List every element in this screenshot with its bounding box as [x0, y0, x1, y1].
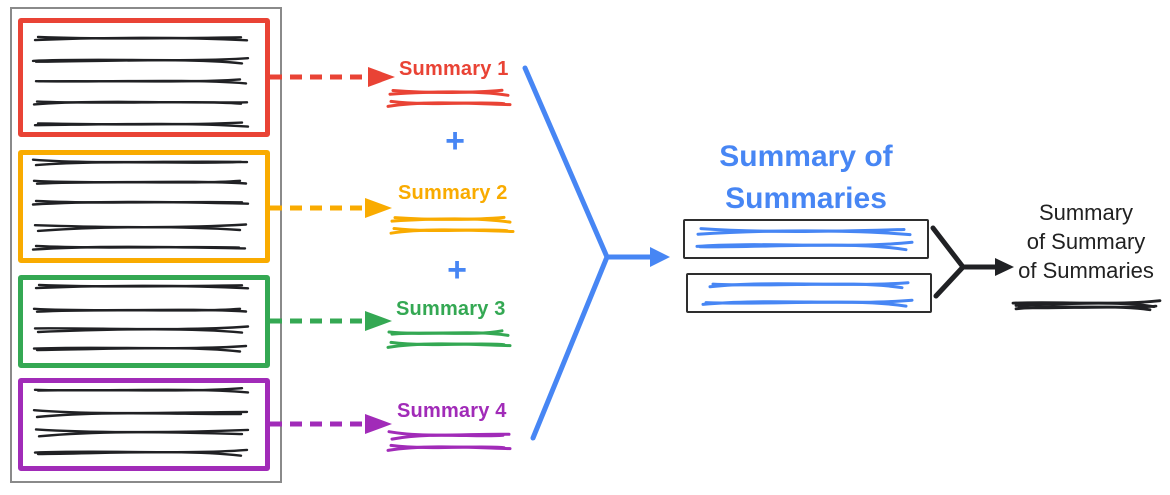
summary-of-summaries-box-1	[683, 219, 929, 259]
final-merge-bracket-icon	[930, 225, 1014, 299]
summary-3-label: Summary 3	[396, 298, 506, 320]
summary-2-scribble	[389, 215, 515, 235]
summary-1-scribble	[386, 88, 512, 108]
summary-4-scribble	[386, 430, 512, 452]
merge-lines-icon	[522, 65, 670, 441]
summary-2-label: Summary 2	[398, 182, 508, 204]
summary-3-arrow-icon	[270, 311, 392, 331]
final-summary-scribble	[1011, 299, 1162, 312]
summary-of-summaries-title: Summary of Summaries	[690, 136, 922, 220]
final-line-1: Summary	[1038, 200, 1134, 225]
summary-1-arrow-icon	[270, 67, 395, 87]
document-4-box	[18, 378, 270, 471]
final-line-3: of Summaries	[1018, 258, 1154, 283]
summary-2-arrow-icon	[270, 198, 392, 218]
document-3-box	[18, 275, 270, 368]
final-summary-label: Summary of Summary of Summaries	[1011, 198, 1161, 285]
document-2-box	[18, 150, 270, 263]
summary-1-label: Summary 1	[399, 58, 509, 80]
summary-4-label: Summary 4	[397, 400, 507, 422]
plus-operator-2: +	[447, 251, 467, 289]
summary-of-summaries-box-2	[686, 273, 932, 313]
summary-3-scribble	[386, 329, 512, 349]
plus-operator-1: +	[445, 122, 465, 160]
document-1-box	[18, 18, 270, 137]
title-line-2: Summaries	[725, 182, 887, 215]
title-line-1: Summary of	[719, 140, 893, 173]
final-line-2: of Summary	[1026, 229, 1146, 254]
summary-4-arrow-icon	[270, 414, 392, 434]
source-documents-container	[10, 7, 282, 483]
